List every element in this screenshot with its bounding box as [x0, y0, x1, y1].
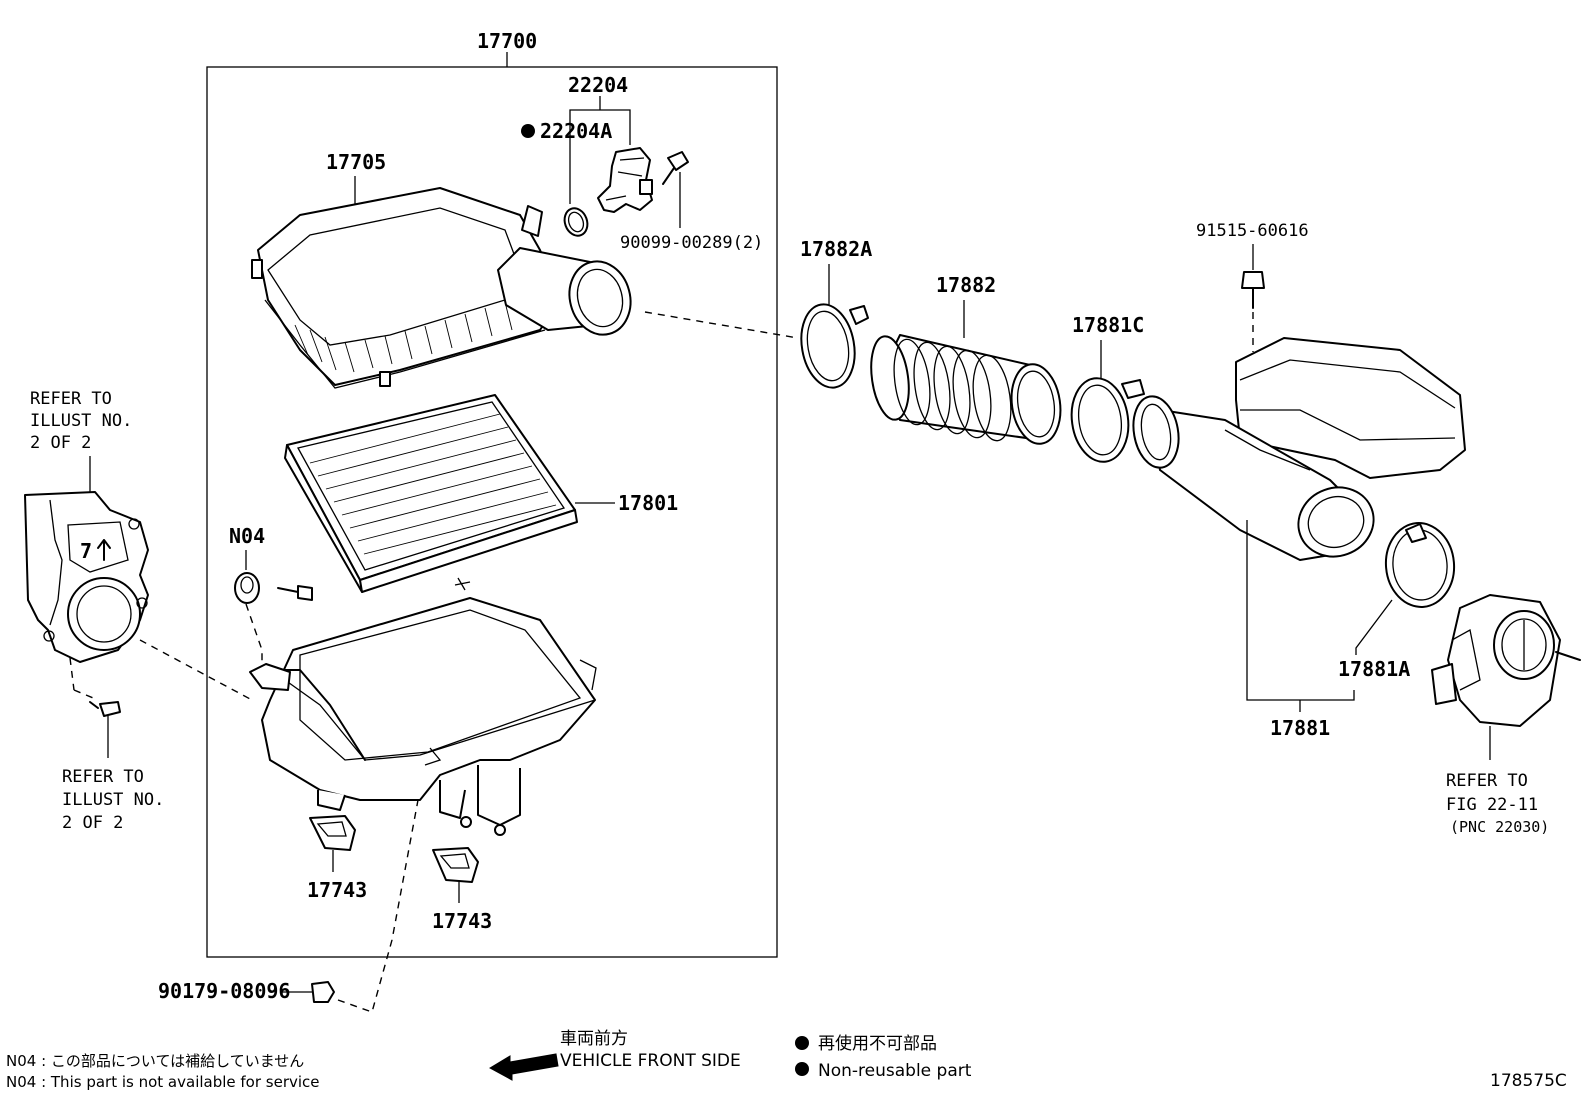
hose-clamp-17881A[interactable] — [1382, 520, 1457, 610]
label-17881A[interactable]: 17881A — [1338, 657, 1410, 681]
insulator-17743-a[interactable] — [309, 815, 356, 851]
legend-dot-icon — [795, 1036, 809, 1050]
refer-note-left-top: REFER TO ILLUST NO. 2 OF 2 — [30, 389, 132, 453]
label-17882A[interactable]: 17882A — [800, 237, 872, 261]
refer-note-right: REFER TO FIG 22-11 (PNC 22030) — [1446, 771, 1549, 836]
non-reusable-marker-icon — [521, 124, 535, 138]
label-17881[interactable]: 17881 — [1270, 716, 1330, 740]
svg-text:7: 7 — [80, 539, 92, 563]
insulator-17743-b[interactable] — [432, 847, 479, 883]
air-inlet-17881[interactable] — [1128, 337, 1466, 567]
bolt-left-icon — [89, 701, 121, 717]
legend-jp: 再使用不可部品 — [818, 1033, 937, 1054]
legend-dot-icon-2 — [795, 1062, 809, 1076]
label-17801[interactable]: 17801 — [618, 491, 678, 515]
air-filter-element-17801[interactable] — [284, 394, 578, 593]
air-cleaner-case-lower[interactable] — [249, 577, 597, 836]
legend-en: Non-reusable part — [818, 1061, 972, 1081]
svg-text:ILLUST NO.: ILLUST NO. — [30, 411, 132, 431]
intake-inlet-component[interactable]: 7 — [24, 491, 149, 663]
note-n04-en: N04 : This part is not available for ser… — [6, 1073, 320, 1091]
direction-jp: 車両前方 — [560, 1029, 628, 1049]
figure-id: 178575C — [1490, 1071, 1567, 1091]
svg-text:2 OF 2: 2 OF 2 — [62, 813, 123, 833]
vehicle-front-arrow-icon — [488, 1053, 559, 1081]
air-cleaner-cap-17705[interactable] — [251, 187, 639, 389]
label-22204[interactable]: 22204 — [568, 73, 628, 97]
o-ring-22204A[interactable] — [561, 205, 591, 239]
svg-text:REFER TO: REFER TO — [30, 389, 112, 409]
svg-text:ILLUST NO.: ILLUST NO. — [62, 790, 164, 810]
svg-text:2 OF 2: 2 OF 2 — [30, 433, 91, 453]
refer-note-left-bottom: REFER TO ILLUST NO. 2 OF 2 — [62, 767, 164, 833]
label-17743-b[interactable]: 17743 — [432, 909, 492, 933]
label-22204A[interactable]: 22204A — [540, 119, 612, 143]
nut-90179[interactable] — [311, 981, 335, 1003]
note-n04-jp: N04 : この部品については補給していません — [6, 1052, 304, 1070]
label-17705[interactable]: 17705 — [326, 150, 386, 174]
hose-clamp-17881C[interactable] — [1066, 375, 1145, 466]
throttle-body[interactable] — [1431, 594, 1581, 727]
grommet-N04[interactable] — [234, 572, 260, 604]
label-N04[interactable]: N04 — [229, 524, 265, 548]
assembly-box-17700 — [206, 66, 778, 958]
screw-90099[interactable] — [662, 151, 689, 185]
label-17882[interactable]: 17882 — [936, 273, 996, 297]
label-17700[interactable]: 17700 — [477, 29, 537, 53]
svg-text:FIG 22-11: FIG 22-11 — [1446, 795, 1538, 815]
label-90099[interactable]: 90099-00289(2) — [620, 233, 763, 253]
air-flow-meter-22204[interactable] — [597, 147, 653, 213]
svg-text:(PNC 22030): (PNC 22030) — [1450, 818, 1549, 836]
hose-clamp-17882A[interactable] — [795, 300, 869, 392]
bolt-icon — [277, 585, 313, 601]
label-90179[interactable]: 90179-08096 — [158, 979, 290, 1003]
label-91515[interactable]: 91515-60616 — [1196, 221, 1309, 241]
svg-text:REFER TO: REFER TO — [62, 767, 144, 787]
air-cleaner-hose-17882[interactable] — [866, 334, 1065, 447]
direction-en: VEHICLE FRONT SIDE — [560, 1051, 741, 1071]
bolt-91515[interactable] — [1241, 271, 1265, 309]
label-17881C[interactable]: 17881C — [1072, 313, 1144, 337]
svg-text:REFER TO: REFER TO — [1446, 771, 1528, 791]
label-17743-a[interactable]: 17743 — [307, 878, 367, 902]
